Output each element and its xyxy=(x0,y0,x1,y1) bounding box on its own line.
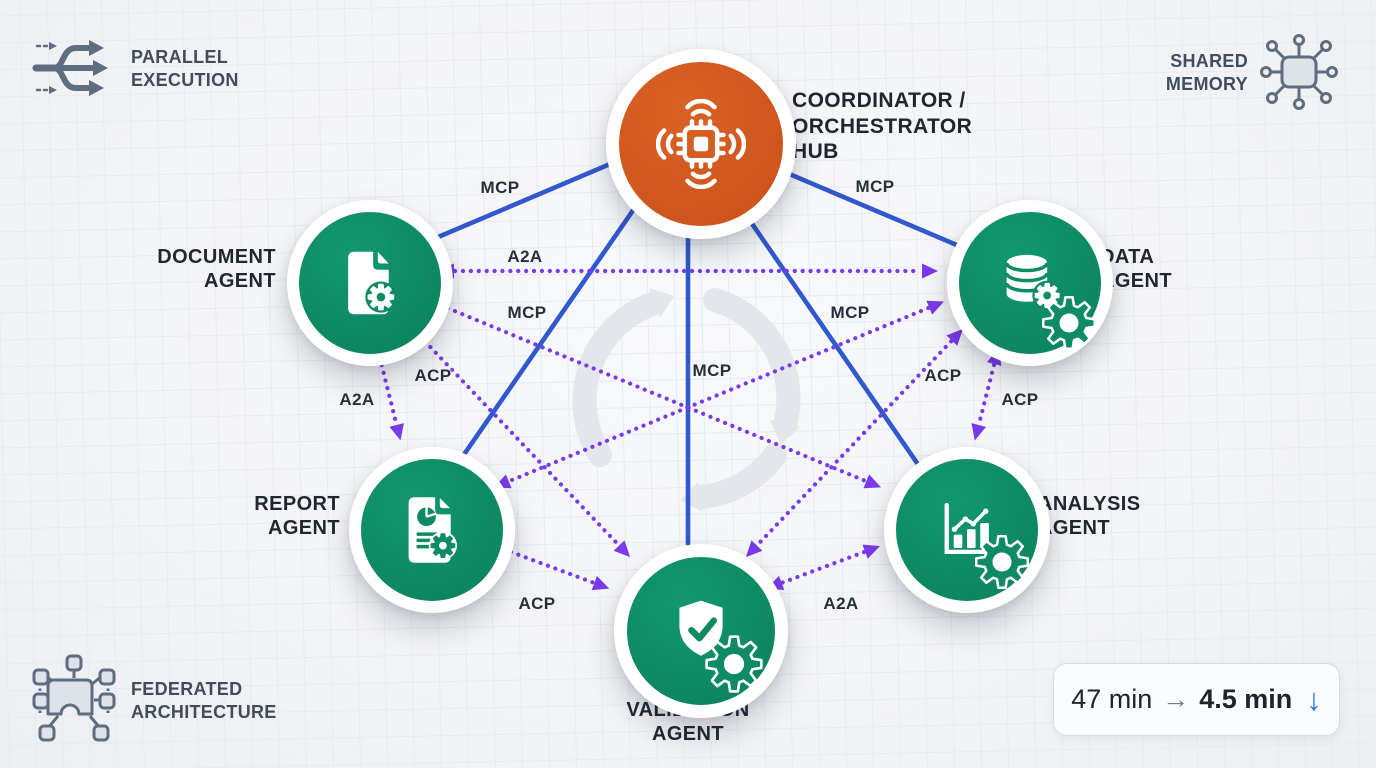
edge-label-a2a: A2A xyxy=(339,390,375,409)
data-agent-label: DATA AGENT xyxy=(1100,245,1172,294)
document-label-line: DOCUMENT xyxy=(157,246,276,268)
shared-memory-line: SHARED xyxy=(1170,51,1248,71)
gear-icon xyxy=(1042,296,1096,350)
federated-nodes-icon xyxy=(32,654,116,742)
data-label-line: AGENT xyxy=(1100,270,1172,293)
document-agent-label: DOCUMENT AGENT xyxy=(118,245,276,294)
gear-icon xyxy=(975,535,1029,589)
bar-chart-gear-icon xyxy=(944,502,993,554)
cycle-arrowheads xyxy=(649,288,800,512)
edge-label-mcp: MCP xyxy=(855,177,895,196)
analysis-label-line: AGENT xyxy=(1038,517,1110,540)
analysis-label-line: ANALYSIS xyxy=(1038,493,1141,515)
validation-label-line: AGENT xyxy=(652,723,724,746)
time-after: 4.5 min xyxy=(1199,684,1293,714)
data-label-line: DATA xyxy=(1100,246,1155,268)
analysis-agent-label: ANALYSIS AGENT xyxy=(1038,492,1141,541)
coordinator-hub-label: COORDINATOR / ORCHESTRATOR HUB xyxy=(792,88,972,165)
federated-architecture-line: ARCHITECTURE xyxy=(131,701,277,722)
edge-label-acp: ACP xyxy=(1001,390,1039,409)
edge-label-acp: ACP xyxy=(518,594,556,613)
edge-label-mcp: MCP xyxy=(507,303,547,322)
edge-label-a2a: A2A xyxy=(507,247,543,266)
memory-chip-icon xyxy=(1260,34,1338,110)
time-savings-badge: 47 min → 4.5 min ↓ xyxy=(1053,663,1340,736)
parallel-execution-line: EXECUTION xyxy=(131,69,239,90)
shared-memory-label: SHARED MEMORY xyxy=(1110,50,1248,95)
edge-label-mcp: MCP xyxy=(830,303,870,322)
coordinator-label-line: COORDINATOR / xyxy=(792,89,966,112)
document-label-line: AGENT xyxy=(204,270,276,293)
report-agent-node xyxy=(349,447,515,613)
report-chart-gear-icon xyxy=(408,497,457,563)
federated-architecture-line: FEDERATED xyxy=(131,679,243,699)
edge-label-a2a: A2A xyxy=(823,594,859,613)
right-arrow-icon: → xyxy=(1162,684,1190,714)
parallel-execution-line: PARALLEL xyxy=(131,47,229,67)
cycle-arrows-watermark xyxy=(572,288,801,509)
down-arrow-icon: ↓ xyxy=(1306,681,1322,717)
shield-check-gear-icon xyxy=(679,600,723,656)
edge-label-acp: ACP xyxy=(414,366,452,385)
gear-icon xyxy=(705,635,763,693)
report-label-line: AGENT xyxy=(268,517,340,540)
branching-arrows-icon xyxy=(32,40,108,96)
report-agent-label: REPORT AGENT xyxy=(182,492,340,541)
parallel-execution-label: PARALLEL EXECUTION xyxy=(131,46,239,91)
shared-memory-line: MEMORY xyxy=(1165,73,1248,94)
edge-label-acp: ACP xyxy=(924,366,962,385)
document-agent-node xyxy=(287,200,453,366)
time-before: 47 min xyxy=(1071,684,1153,714)
coordinator-label-line: ORCHESTRATOR xyxy=(792,114,973,138)
coordinator-hub-node xyxy=(606,49,796,239)
cpu-signal-icon xyxy=(656,99,746,189)
edge-label-mcp: MCP xyxy=(480,178,520,197)
federated-architecture-label: FEDERATED ARCHITECTURE xyxy=(131,678,277,723)
document-gear-icon xyxy=(348,251,397,315)
edge-label-mcp: MCP xyxy=(692,361,732,380)
coordinator-label-line: HUB xyxy=(792,140,839,164)
report-label-line: REPORT xyxy=(254,493,340,515)
